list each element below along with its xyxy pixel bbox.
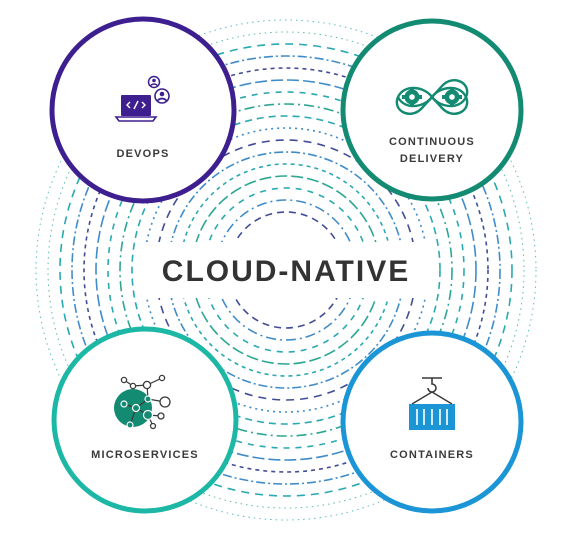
- devops-node: DEVOPS: [49, 16, 237, 204]
- containers-label: CONTAINERS: [390, 449, 474, 461]
- continuous-delivery-label-line2: DELIVERY: [400, 153, 464, 165]
- containers-node: CONTAINERS: [340, 330, 524, 514]
- concentric-ring: [83, 67, 489, 473]
- laptop-code-people-icon: [114, 75, 170, 122]
- devops-label: DEVOPS: [116, 148, 169, 160]
- microservices-label: MICROSERVICES: [91, 449, 199, 461]
- concentric-ring: [59, 43, 513, 497]
- concentric-ring: [107, 91, 465, 449]
- microservices-node: MICROSERVICES: [51, 326, 239, 514]
- concentric-ring: [35, 19, 537, 521]
- center-label: CLOUD-NATIVE: [162, 255, 410, 288]
- center-label-backdrop: [138, 242, 434, 298]
- concentric-ring: [95, 79, 477, 461]
- connected-nodes-icon: [114, 374, 171, 430]
- continuous-delivery-label-line1: CONTINUOUS: [389, 136, 475, 148]
- continuous-delivery-circle: [340, 18, 524, 202]
- continuous-delivery-node: CONTINUOUS DELIVERY: [340, 18, 524, 202]
- concentric-ring: [47, 31, 525, 509]
- concentric-ring: [71, 55, 501, 485]
- shipping-container-crane-icon: [409, 377, 455, 430]
- infinity-gears-icon: [395, 79, 469, 115]
- concentric-ring: [119, 103, 453, 437]
- concentric-ring: [131, 115, 441, 425]
